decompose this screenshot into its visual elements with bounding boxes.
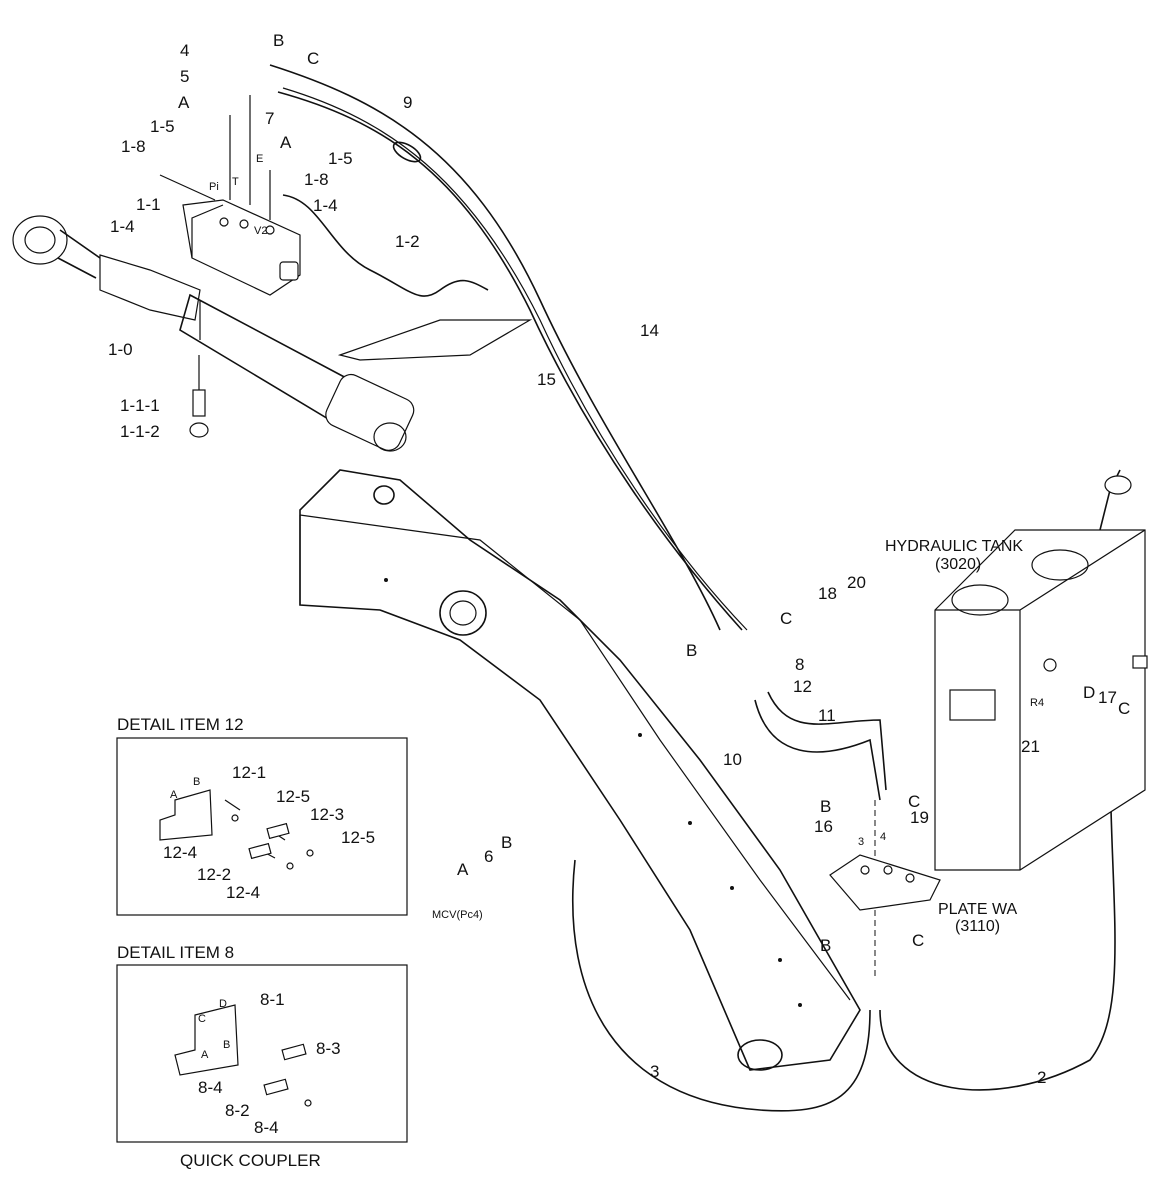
label-4-small: 4	[880, 831, 886, 843]
label-4: 4	[180, 41, 189, 60]
tank-title: HYDRAULIC TANK	[885, 538, 1023, 555]
label-1-0: 1-0	[108, 340, 133, 359]
label-a-7: A	[280, 133, 292, 152]
label-6: 6	[484, 847, 493, 866]
detail-8-b: B	[223, 1039, 230, 1051]
detail-12-p4b: 12-4	[226, 883, 260, 902]
detail-12-box	[116, 737, 408, 916]
detail-12-labels: DETAIL ITEM 12 A B 12-1 12-5 12-3 12-5 1…	[117, 715, 375, 902]
detail-8-p1: 8-1	[260, 990, 285, 1009]
label-c-mid: C	[780, 609, 792, 628]
detail-8-labels: DETAIL ITEM 8 C D A B 8-1 8-3 8-4 8-2 8-…	[117, 943, 341, 1137]
label-17: 17	[1098, 688, 1117, 707]
label-mcv: MCV(Pc4)	[432, 909, 483, 921]
detail-8-d: D	[219, 998, 227, 1010]
detail-12-p5a: 12-5	[276, 787, 310, 806]
boom-arm	[299, 469, 861, 1071]
label-b-top: B	[273, 31, 284, 50]
boom-cylinder	[12, 215, 415, 452]
label-c-top: C	[307, 49, 319, 68]
detail-12-a: A	[170, 789, 178, 801]
plate-wa	[829, 854, 941, 911]
label-r4: R4	[1030, 697, 1044, 709]
label-9: 9	[403, 93, 412, 112]
label-t: T	[232, 176, 239, 188]
label-a-6: A	[457, 860, 469, 879]
label-pi: Pi	[209, 181, 219, 193]
detail-12-title: DETAIL ITEM 12	[117, 715, 244, 734]
detail-8-bracket	[174, 1004, 312, 1107]
tank-code: (3020)	[935, 556, 981, 573]
label-1-8a: 1-8	[121, 137, 146, 156]
label-b-6: B	[501, 833, 512, 852]
label-8: 8	[795, 655, 804, 674]
tube-1-2	[282, 194, 489, 297]
detail-8-a: A	[201, 1049, 209, 1061]
label-b-19: B	[820, 797, 831, 816]
label-c-19: C	[908, 792, 920, 811]
detail-12-p3: 12-3	[310, 805, 344, 824]
detail-8-p3: 8-3	[316, 1039, 341, 1058]
label-12: 12	[793, 677, 812, 696]
detail-8-box	[116, 964, 408, 1143]
label-v2: V2	[254, 225, 267, 237]
detail-12-p4a: 12-4	[163, 843, 197, 862]
label-3-small: 3	[858, 836, 864, 848]
label-1-5a: 1-5	[150, 117, 175, 136]
detail-12-p5b: 12-5	[341, 828, 375, 847]
detail-8-p4b: 8-4	[254, 1118, 279, 1137]
label-1-1: 1-1	[136, 195, 161, 214]
label-16: 16	[814, 817, 833, 836]
label-20: 20	[847, 573, 866, 592]
label-1-5b: 1-5	[328, 149, 353, 168]
label-15: 15	[537, 370, 556, 389]
label-1-4a: 1-4	[110, 217, 135, 236]
label-10: 10	[723, 750, 742, 769]
label-1-4b: 1-4	[313, 196, 338, 215]
detail-8-c: C	[198, 1013, 206, 1025]
plate-title: PLATE WA	[938, 901, 1017, 918]
label-11: 11	[818, 706, 836, 725]
label-c-tank: C	[1118, 699, 1130, 718]
part-labels: 4 B 5 C A 7 A E 9 1-5 1-8 1-5 1-8 Pi T V…	[108, 31, 1130, 1087]
label-2: 2	[1037, 1068, 1046, 1087]
label-c-plate: C	[912, 931, 924, 950]
label-1-2: 1-2	[395, 232, 420, 251]
hydraulic-tank	[934, 469, 1148, 871]
hoses-2-3	[571, 749, 1116, 1112]
valve-block-1-1	[159, 95, 533, 361]
label-1-1-2: 1-1-2	[120, 422, 160, 441]
detail-8-p2: 8-2	[225, 1101, 250, 1120]
detail-12-bracket	[159, 789, 314, 870]
label-7: 7	[265, 109, 274, 128]
detail-8-p4a: 8-4	[198, 1078, 223, 1097]
label-e: E	[256, 153, 263, 165]
label-19: 19	[910, 808, 929, 827]
label-d: D	[1083, 683, 1095, 702]
label-21: 21	[1021, 737, 1040, 756]
hoses-14-15	[269, 64, 748, 631]
label-1-1-1: 1-1-1	[120, 396, 160, 415]
detail-12-p1: 12-1	[232, 763, 266, 782]
label-b-plate: B	[820, 936, 831, 955]
quick-coupler-caption: QUICK COUPLER	[180, 1151, 321, 1170]
detail-12-p2: 12-2	[197, 865, 231, 884]
label-18: 18	[818, 584, 837, 603]
plate-code: (3110)	[955, 918, 1000, 935]
label-14: 14	[640, 321, 659, 340]
label-b-mid: B	[686, 641, 697, 660]
detail-8-title: DETAIL ITEM 8	[117, 943, 234, 962]
label-a-top: A	[178, 93, 190, 112]
label-1-8b: 1-8	[304, 170, 329, 189]
label-3: 3	[650, 1062, 659, 1081]
detail-12-b: B	[193, 776, 200, 788]
label-5: 5	[180, 67, 189, 86]
